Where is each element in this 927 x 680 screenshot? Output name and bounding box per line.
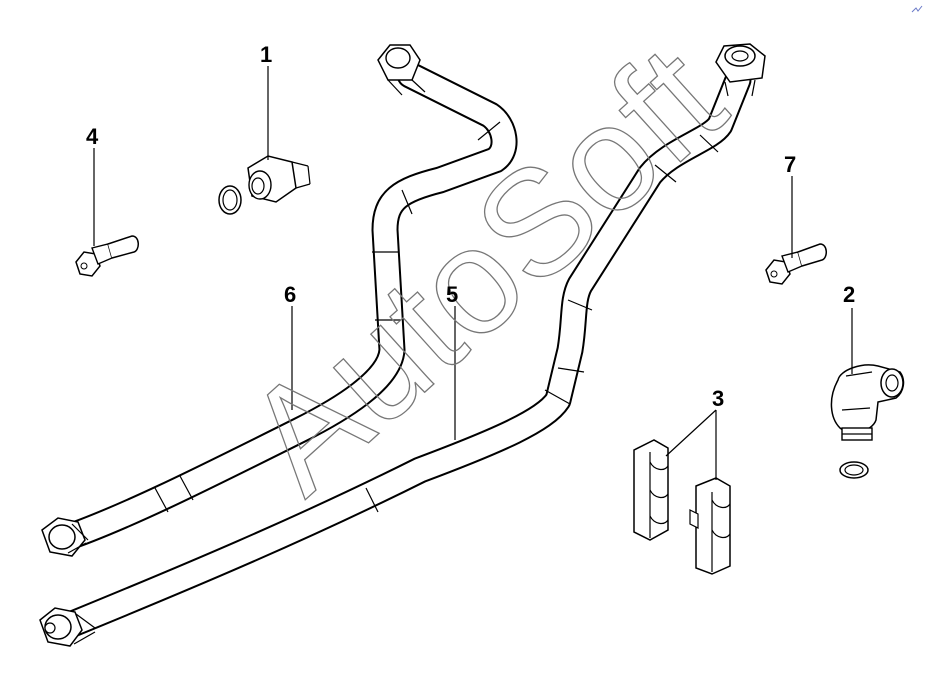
- part-2-elbow-fitting: [830, 364, 905, 479]
- leader-3a: [665, 409, 717, 457]
- pipe-6-end-nut-top: [377, 44, 426, 96]
- callout-7: 7: [784, 152, 796, 177]
- pipe-6-end-nut-left: [41, 517, 89, 557]
- pipe-6: [46, 61, 518, 554]
- callout-5: 5: [446, 282, 458, 307]
- part-3-clamp: [633, 439, 731, 575]
- callout-2: 2: [843, 282, 855, 307]
- pipe-5-end-nut-top: [715, 43, 766, 97]
- callout-6: 6: [284, 282, 296, 307]
- pipe-5-end-nut-left: [39, 607, 96, 647]
- callout-4: 4: [86, 124, 99, 149]
- callout-1: 1: [260, 42, 272, 67]
- part-4-screw: [75, 235, 139, 277]
- part-7-screw: [765, 243, 827, 285]
- callout-3: 3: [712, 386, 724, 411]
- pipe-5: [56, 66, 752, 639]
- leader-lines: [93, 66, 853, 480]
- part-1-union-fitting: [218, 155, 311, 215]
- corner-mark: [911, 5, 923, 13]
